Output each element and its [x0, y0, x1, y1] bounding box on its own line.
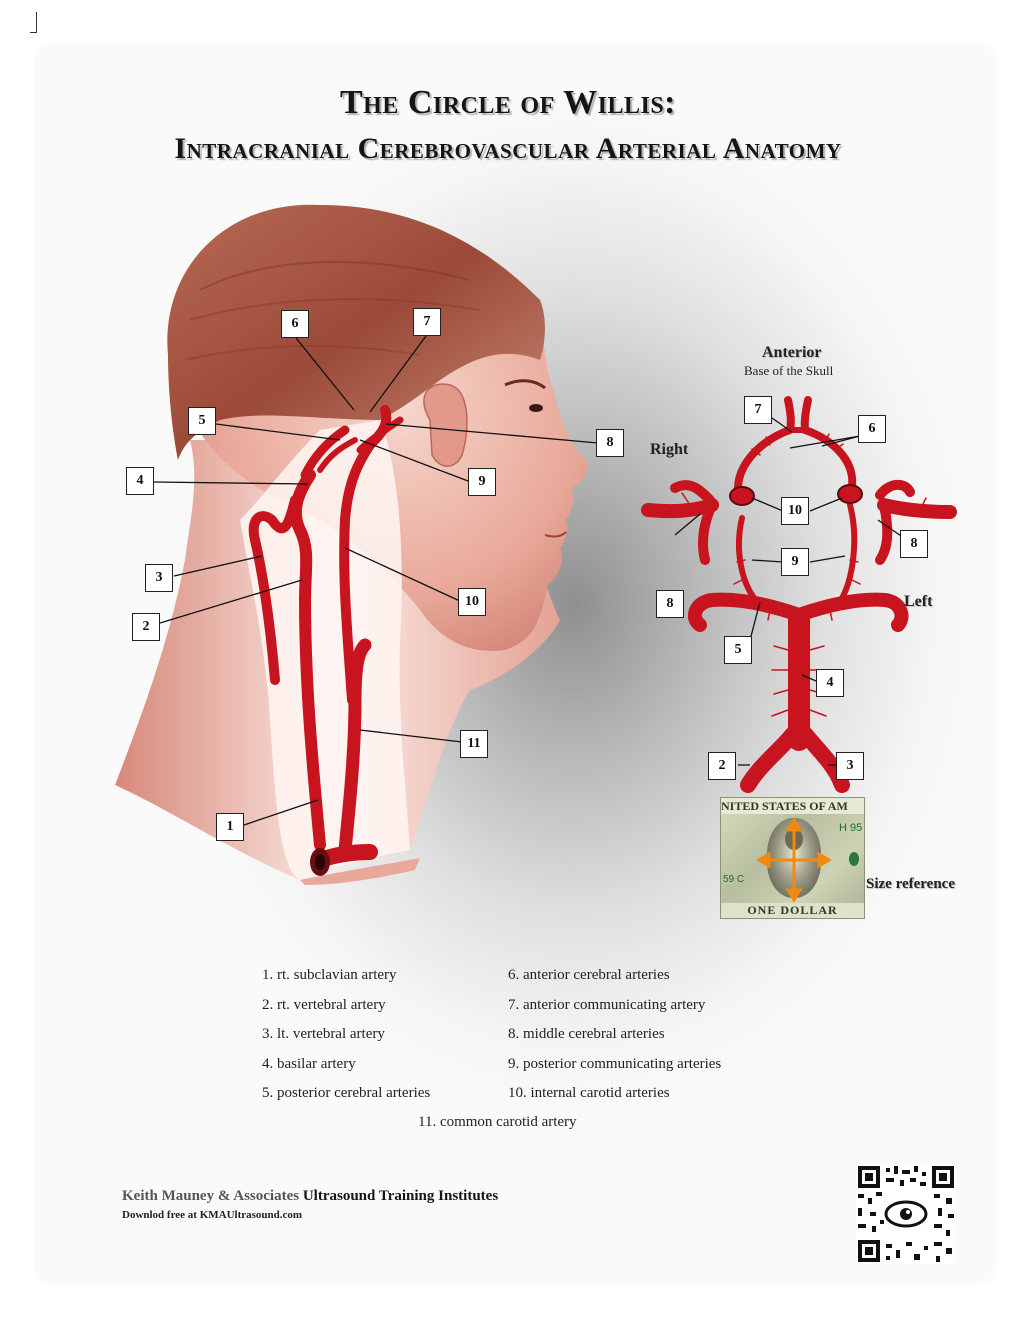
right-label: Right: [650, 441, 688, 459]
base-of-skull-label: Base of the Skull: [744, 363, 833, 379]
head-label-9: 9: [468, 468, 496, 496]
footer-download-link[interactable]: Downlod free at KMAUltrasound.com: [122, 1209, 302, 1221]
legend-item-1: 1. rt. subclavian artery: [262, 961, 430, 991]
legend-item-2: 2. rt. vertebral artery: [262, 991, 430, 1021]
anterior-label: Anterior: [762, 344, 822, 362]
legend-item-7: 7. anterior communicating artery: [508, 991, 721, 1021]
circle-label-4: 4: [816, 669, 844, 697]
head-label-3: 3: [145, 564, 173, 592]
footer-organization: Keith Mauney & Associates Ultrasound Tra…: [122, 1188, 498, 1205]
circle-label-9: 9: [781, 548, 809, 576]
circle-label-10: 10: [781, 497, 809, 525]
head-label-8: 8: [596, 429, 624, 457]
circle-label-2: 2: [708, 752, 736, 780]
legend-item-5: 5. posterior cerebral arteries: [262, 1079, 430, 1109]
head-label-4: 4: [126, 467, 154, 495]
legend-right-column: 6. anterior cerebral arteries 7. anterio…: [508, 961, 721, 1109]
footer-org-name: Keith Mauney & Associates: [122, 1188, 299, 1204]
circle-label-8-right: 8: [656, 590, 684, 618]
legend-item-11: 11. common carotid artery: [418, 1108, 577, 1138]
head-label-7: 7: [413, 308, 441, 336]
head-label-6: 6: [281, 310, 309, 338]
circle-label-6: 6: [858, 415, 886, 443]
circle-label-7: 7: [744, 396, 772, 424]
legend-item-3: 3. lt. vertebral artery: [262, 1020, 430, 1050]
size-reference-label: Size reference: [866, 876, 955, 893]
head-label-2: 2: [132, 613, 160, 641]
head-label-11: 11: [460, 730, 488, 758]
head-label-10: 10: [458, 588, 486, 616]
circle-label-3: 3: [836, 752, 864, 780]
legend-item-6: 6. anterior cerebral arteries: [508, 961, 721, 991]
head-figure: [115, 205, 588, 885]
left-label: Left: [904, 593, 932, 611]
dollar-bill-image: NITED STATES OF AM H 95 59 C ONE DOLLAR: [720, 797, 865, 919]
qr-code-icon[interactable]: [856, 1164, 956, 1264]
size-arrows: [721, 798, 864, 918]
legend-item-4: 4. basilar artery: [262, 1050, 430, 1080]
footer-org-suffix: Ultrasound Training Institutes: [299, 1188, 498, 1204]
head-label-1: 1: [216, 813, 244, 841]
circle-label-5: 5: [724, 636, 752, 664]
legend-item-8: 8. middle cerebral arteries: [508, 1020, 721, 1050]
legend-left-column: 1. rt. subclavian artery 2. rt. vertebra…: [262, 961, 430, 1109]
head-label-5: 5: [188, 407, 216, 435]
circle-label-8-left: 8: [900, 530, 928, 558]
legend-item-10: 10. internal carotid arteries: [508, 1079, 721, 1109]
legend-item-9: 9. posterior communicating arteries: [508, 1050, 721, 1080]
